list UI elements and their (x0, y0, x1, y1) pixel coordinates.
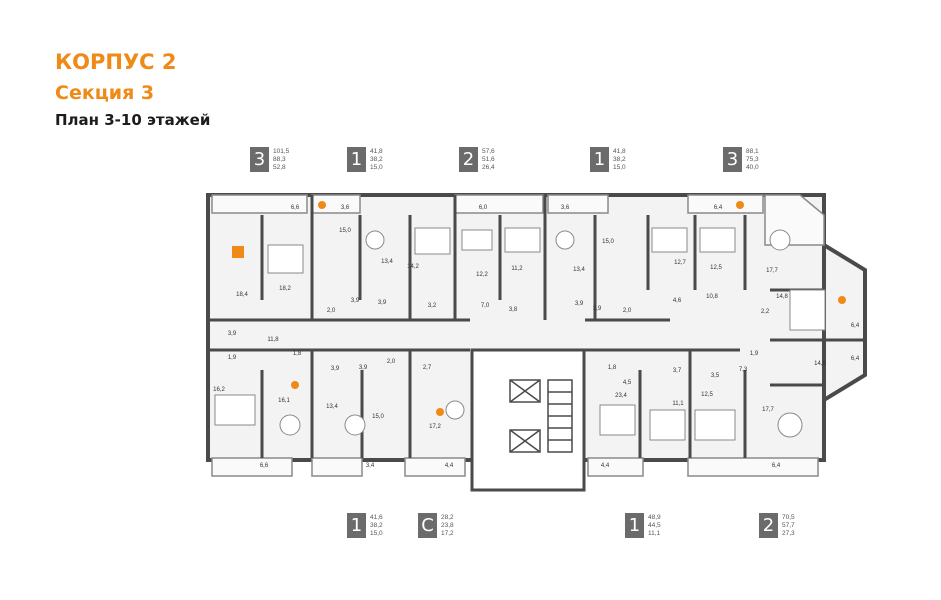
room-area-label: 18,4 (236, 292, 248, 298)
interior-walls (208, 195, 865, 458)
room-area-label: 4,4 (445, 463, 454, 469)
room-area-label: 4,6 (673, 298, 682, 304)
room-area-label: 11,1 (672, 401, 684, 407)
room-area-label: 3,2 (428, 303, 437, 309)
room-area-label: 3,9 (575, 301, 584, 307)
room-area-label: 3,9 (359, 365, 368, 371)
room-area-label: 3,7 (673, 368, 682, 374)
room-area-label: 13,4 (381, 259, 393, 265)
balconies (211, 194, 825, 477)
room-area-label: 3,5 (711, 373, 720, 379)
room-area-label: 17,2 (429, 424, 441, 430)
room-area-label: 13,4 (326, 404, 338, 410)
room-area-label: 3,9 (331, 366, 340, 372)
room-area-labels: 6,6 3,6 6,0 3,6 6,4 15,0 18,4 18,2 13,4 14,2 12,2 1… (213, 205, 860, 469)
room-area-label: 14,8 (776, 294, 788, 300)
room-area-label: 7,3 (739, 367, 748, 373)
room-area-label: 12,7 (674, 260, 686, 266)
room-area-label: 4,4 (601, 463, 610, 469)
orange-accents (232, 201, 846, 416)
furniture (214, 227, 826, 441)
room-area-label: 17,7 (766, 268, 778, 274)
room-area-label: 23,4 (615, 393, 627, 399)
room-area-label: 2,0 (387, 359, 396, 365)
room-area-label: 11,8 (267, 337, 279, 343)
room-area-label: 12,5 (710, 265, 722, 271)
room-count: 3 (723, 147, 742, 172)
room-area-label: 15,0 (602, 239, 614, 245)
room-area-label: 13,4 (573, 267, 585, 273)
room-count: 2 (759, 513, 778, 538)
room-area-label: 1,8 (293, 351, 302, 357)
room-area-label: 3,4 (366, 463, 375, 469)
room-count: 3 (250, 147, 269, 172)
room-area-label: 6,6 (291, 205, 300, 211)
room-count: 2 (459, 147, 478, 172)
room-area-label: 6,4 (772, 463, 781, 469)
room-area-label: 12,5 (701, 392, 713, 398)
room-area-label: 3,9 (228, 331, 237, 337)
room-count: 1 (590, 147, 609, 172)
room-area-label: 18,2 (279, 286, 291, 292)
room-area-label: 2,0 (623, 308, 632, 314)
room-area-label: 6,4 (851, 356, 860, 362)
room-area-label: 2,2 (761, 309, 770, 315)
room-area-label: 2,7 (423, 365, 432, 371)
room-area-label: 3,9 (378, 300, 387, 306)
room-area-label: 15,0 (339, 228, 351, 234)
room-area-label: 3,9 (593, 306, 602, 312)
room-area-label: 6,4 (851, 323, 860, 329)
room-area-label: 4,5 (623, 380, 632, 386)
room-area-label: 3,8 (509, 307, 518, 313)
room-area-label: 7,0 (481, 303, 490, 309)
room-area-label: 14,8 (814, 361, 826, 367)
room-area-label: 6,0 (479, 205, 488, 211)
room-count: 1 (347, 147, 366, 172)
room-area-label: 1,8 (608, 365, 617, 371)
room-area-label: 15,0 (372, 414, 384, 420)
room-area-label: 16,2 (213, 387, 225, 393)
room-area-label: 6,4 (714, 205, 723, 211)
elevator-stair-core (509, 379, 573, 453)
room-area-label: 14,2 (407, 264, 419, 270)
room-count: 1 (347, 513, 366, 538)
room-area-label: 1,9 (750, 351, 759, 357)
room-area-label: 10,8 (706, 294, 718, 300)
room-area-label: 16,1 (278, 398, 290, 404)
room-area-label: 3,6 (341, 205, 350, 211)
room-area-label: 3,9 (351, 298, 360, 304)
room-area-label: 17,7 (762, 407, 774, 413)
section-title: Секция 3 (55, 82, 155, 104)
room-area-label: 11,2 (511, 266, 523, 272)
room-count: С (418, 513, 437, 538)
room-area-label: 12,2 (476, 272, 488, 278)
building-title: КОРПУС 2 (55, 50, 177, 74)
room-area-label: 2,0 (327, 308, 336, 314)
room-count: 1 (625, 513, 644, 538)
room-area-label: 1,9 (228, 355, 237, 361)
room-area-label: 3,6 (561, 205, 570, 211)
room-area-label: 6,6 (260, 463, 269, 469)
floor-plan-title: План 3-10 этажей (55, 111, 211, 129)
